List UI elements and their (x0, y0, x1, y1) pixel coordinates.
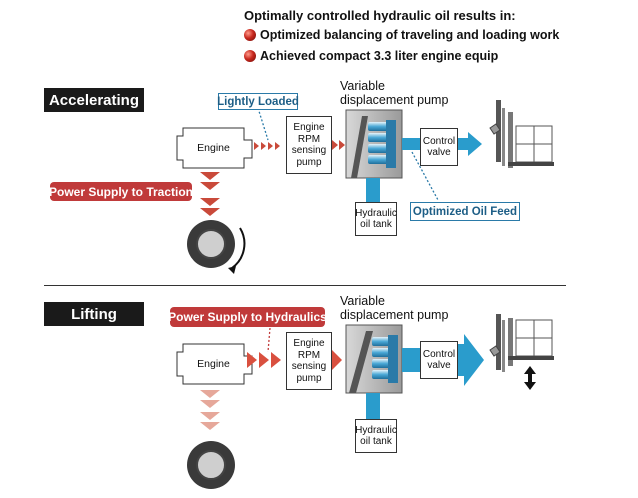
bullet-item: Optimized balancing of traveling and loa… (244, 28, 559, 42)
forklift-icon (489, 100, 554, 168)
engine-shape (176, 343, 253, 385)
header-title: Optimally controlled hydraulic oil resul… (244, 8, 516, 23)
rpm-sensing-pump: Engine RPM sensing pump (286, 116, 332, 174)
pipe-right (402, 138, 420, 150)
down-chevrons (200, 172, 220, 216)
engine-shape (176, 127, 253, 169)
section-label-lifting: Lifting (44, 302, 144, 326)
power-hydraulics-callout: Power Supply to Hydraulics (168, 307, 327, 327)
pump-title: Variable displacement pump (340, 294, 449, 322)
red-ball-icon (244, 50, 256, 62)
hydraulic-oil-tank: Hydraulic oil tank (355, 202, 397, 236)
flow-arrow (456, 132, 482, 156)
forklift-icon (489, 314, 554, 372)
power-traction-callout: Power Supply to Traction (49, 182, 193, 201)
pipe-right (402, 348, 424, 372)
bullet-text: Achieved compact 3.3 liter engine equip (260, 49, 499, 63)
engine-label: Engine (197, 358, 230, 370)
hydraulic-oil-tank: Hydraulic oil tank (355, 419, 397, 453)
pipe-down (366, 393, 380, 419)
control-valve: Control valve (420, 341, 458, 379)
red-ball-icon (244, 29, 256, 41)
section-label-accelerating: Accelerating (44, 88, 144, 112)
lightly-loaded-callout: Lightly Loaded (217, 93, 299, 110)
flow-arrow (456, 334, 484, 386)
engine-label: Engine (197, 142, 230, 154)
large-chevrons (247, 352, 281, 368)
pipe-down (366, 178, 380, 202)
rpm-sensing-pump: Engine RPM sensing pump (286, 332, 332, 390)
down-chevrons (200, 390, 220, 430)
bullet-item: Achieved compact 3.3 liter engine equip (244, 49, 498, 63)
bullet-text: Optimized balancing of traveling and loa… (260, 28, 560, 42)
variable-pump (345, 324, 403, 394)
wheel-icon (187, 220, 246, 274)
control-valve: Control valve (420, 128, 458, 166)
small-chevrons (332, 140, 345, 150)
pump-title: Variable displacement pump (340, 79, 449, 107)
up-down-arrow-icon (524, 366, 536, 390)
variable-pump (345, 109, 403, 179)
oil-feed-callout: Optimized Oil Feed (410, 202, 520, 221)
wheel-icon (187, 441, 235, 489)
small-chevrons (254, 142, 280, 150)
section-divider (44, 285, 566, 286)
